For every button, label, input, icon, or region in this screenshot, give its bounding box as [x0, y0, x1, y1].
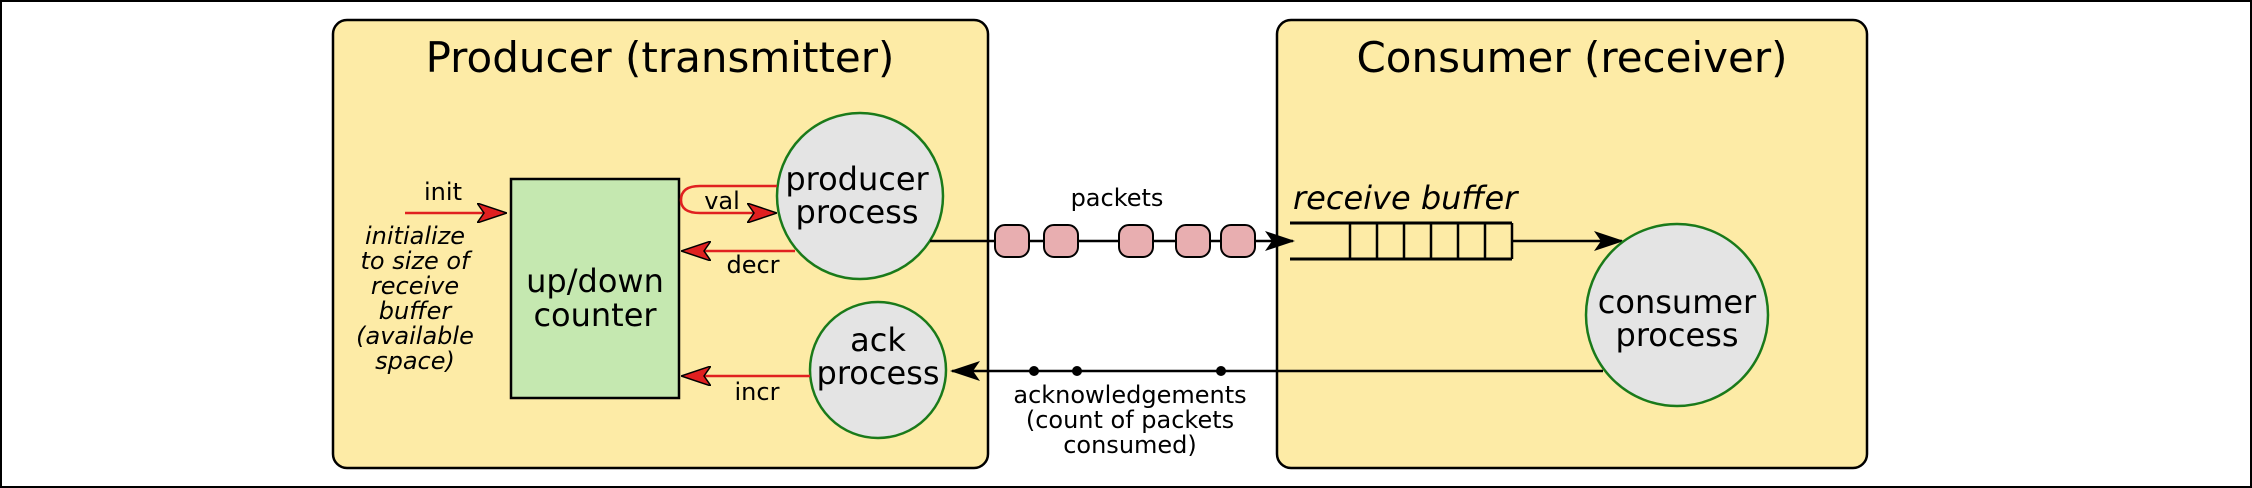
producer-process-label-line1: producer — [785, 160, 929, 198]
ack-dot — [1216, 366, 1226, 376]
receive-buffer-label: receive buffer — [1293, 179, 1519, 217]
ack-label-line1: acknowledgements — [1013, 381, 1246, 409]
ack-process-label-line2: process — [817, 354, 940, 392]
init-note-line: initialize — [365, 222, 465, 250]
up-down-counter-box — [509, 177, 681, 400]
init-label: init — [424, 178, 462, 206]
init-note-line: space) — [375, 347, 455, 375]
ack-channel: acknowledgements (count of packets consu… — [950, 361, 1603, 459]
packets-label: packets — [1071, 184, 1164, 212]
packet — [1043, 224, 1079, 258]
ack-dot — [1029, 366, 1039, 376]
consumer-process-label-line2: process — [1616, 316, 1739, 354]
consumer-panel-box — [1275, 18, 1869, 470]
init-note-line: to size of — [360, 247, 473, 275]
producer-process-circle — [775, 111, 945, 281]
receive-buffer-queue — [1290, 221, 1514, 261]
consumer-process-circle — [1584, 222, 1770, 408]
producer-title: Producer (transmitter) — [426, 33, 895, 82]
init-note-line: receive — [371, 272, 459, 300]
ack-process-circle — [808, 300, 948, 440]
ack-dot — [1072, 366, 1082, 376]
consumer-panel: Consumer (receiver) receive buffer consu… — [1275, 18, 1869, 470]
ack-process-label-line1: ack — [850, 321, 906, 359]
packet — [1220, 224, 1256, 258]
counter-label-line2: counter — [533, 296, 657, 334]
counter-label-line1: up/down — [526, 262, 664, 300]
packet — [994, 224, 1030, 258]
packet-channel: packets — [930, 184, 1295, 258]
consumer-process-label-line1: consumer — [1598, 283, 1757, 321]
val-label: val — [704, 187, 740, 215]
packet — [1118, 224, 1154, 258]
packet — [1175, 224, 1211, 258]
producer-panel: Producer (transmitter) up/down counter p… — [331, 18, 990, 470]
val-arrow — [679, 184, 777, 213]
producer-process-label-line2: process — [796, 193, 919, 231]
ack-label-line3: consumed) — [1063, 431, 1197, 459]
init-note: initialize to size of receive buffer (av… — [356, 222, 474, 375]
incr-label: incr — [735, 378, 780, 406]
consumer-title: Consumer (receiver) — [1356, 33, 1787, 82]
ack-label-line2: (count of packets — [1026, 406, 1234, 434]
decr-label: decr — [726, 251, 779, 279]
init-note-line: buffer — [379, 297, 454, 325]
init-note-line: (available — [356, 322, 474, 350]
